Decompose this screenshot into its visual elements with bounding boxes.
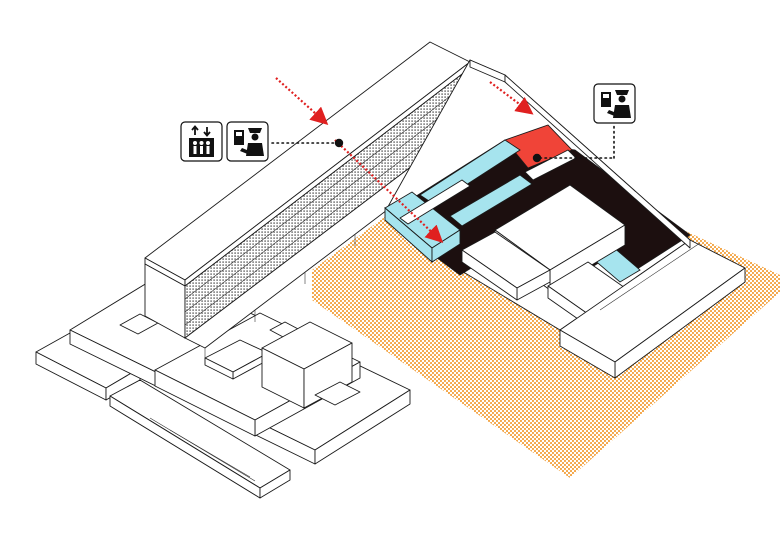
callout-leaders: [271, 123, 615, 163]
cube-block: [261, 321, 361, 409]
security-officer-icon: [226, 121, 269, 162]
security-complex: [384, 59, 746, 379]
ramp-route-arrow: [334, 139, 444, 244]
elevator-icon: [180, 121, 223, 162]
security-officer-icon-right: [593, 83, 636, 124]
entry-route-arrow: [275, 77, 329, 125]
screening-room: [504, 124, 573, 169]
